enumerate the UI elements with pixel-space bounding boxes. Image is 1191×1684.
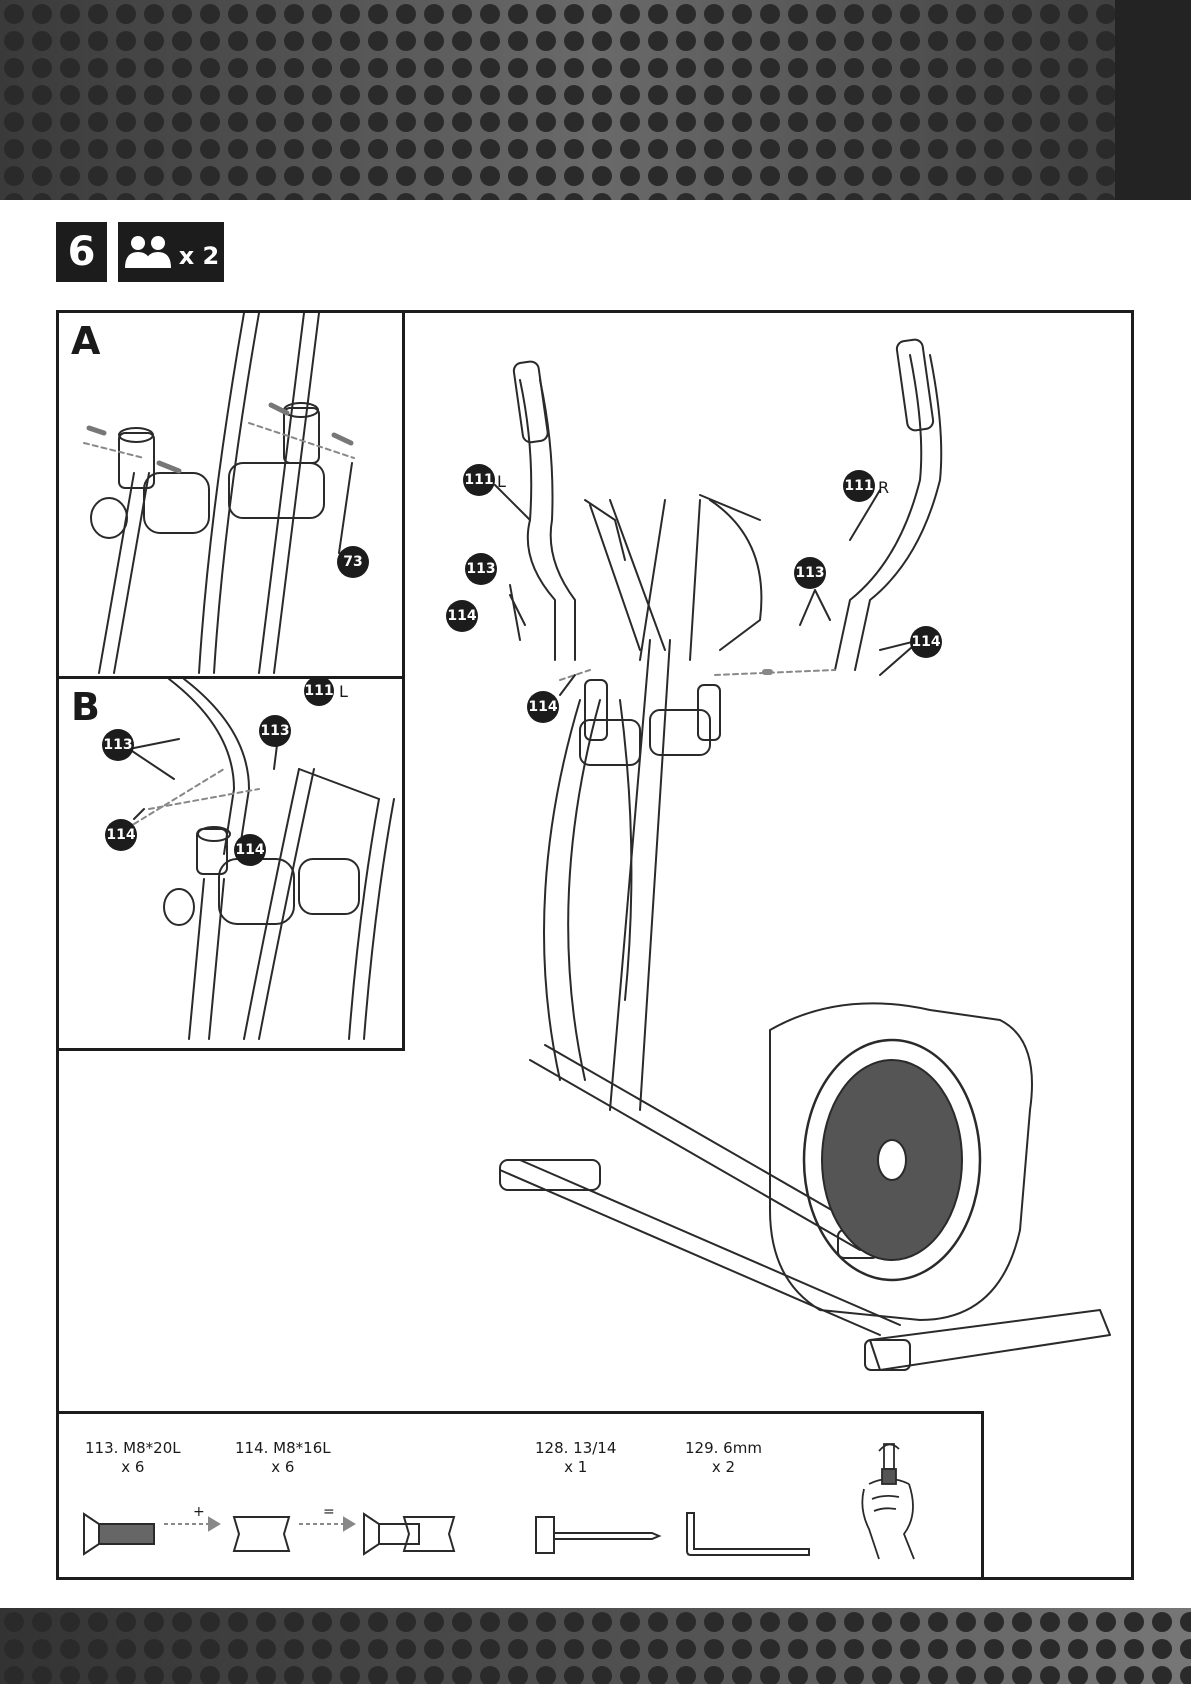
header-dot-band <box>0 0 1191 200</box>
arrow-icon <box>164 1514 224 1534</box>
callout-113: 113 <box>102 729 134 761</box>
panel-label-b: B <box>71 685 100 729</box>
step-number-badge: 6 <box>56 222 107 282</box>
t-wrench-icon <box>534 1509 664 1559</box>
two-people-icon <box>123 234 173 270</box>
persons-count: x 2 <box>179 242 220 270</box>
callout-111: 111 <box>304 676 334 706</box>
elliptical-trainer-drawing <box>405 313 1131 1408</box>
hand-tightening-icon <box>854 1439 924 1564</box>
arrow-icon <box>299 1514 359 1534</box>
callout-73: 73 <box>337 546 369 578</box>
detail-panel-b: B 111 L 113 113 114 114 <box>56 676 405 1051</box>
detail-a-drawing <box>59 313 402 676</box>
panel-label-a: A <box>71 319 100 363</box>
callout-side-right: R <box>878 478 889 497</box>
allen-key-icon <box>684 1509 814 1559</box>
callout-114: 114 <box>446 600 478 632</box>
callout-114: 114 <box>910 626 942 658</box>
callout-113: 113 <box>794 557 826 589</box>
callout-114: 114 <box>527 691 559 723</box>
bolt-icon <box>79 1509 159 1559</box>
callout-114: 114 <box>234 834 266 866</box>
detail-panel-a: A 73 <box>56 310 405 679</box>
callout-114: 114 <box>105 819 137 851</box>
callout-113: 113 <box>465 553 497 585</box>
sleeve-nut-icon <box>229 1509 299 1559</box>
callout-side-left: L <box>497 472 506 491</box>
persons-required-badge: x 2 <box>118 222 224 282</box>
callout-113: 113 <box>259 715 291 747</box>
callout-111: 111 <box>843 470 875 502</box>
footer-dot-band <box>0 1608 1191 1684</box>
callout-111: 111 <box>463 464 495 496</box>
assembled-bolt-icon <box>359 1509 464 1559</box>
callout-side-left: L <box>339 682 348 701</box>
